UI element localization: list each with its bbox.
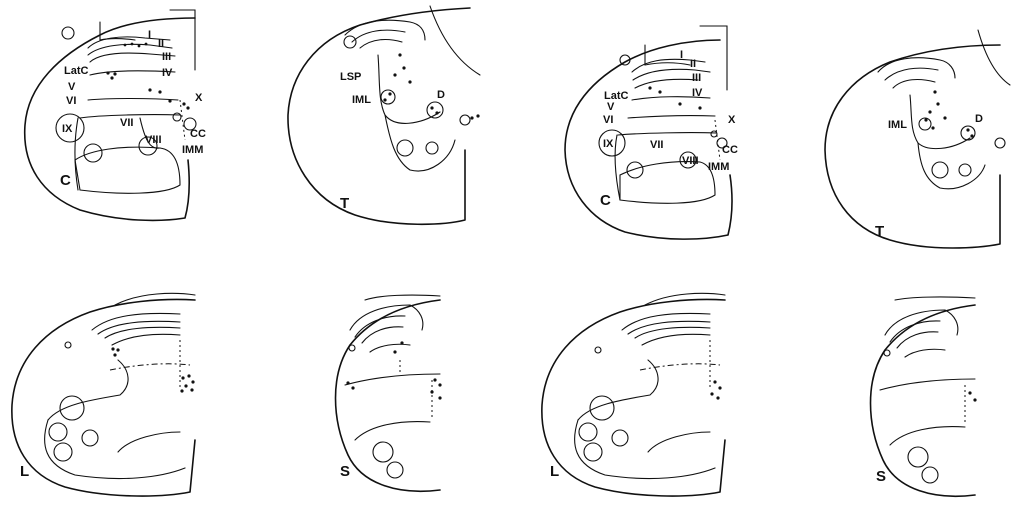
region-letter: S xyxy=(340,463,350,480)
label-lamina: II xyxy=(158,38,164,50)
label-imm: IMM xyxy=(182,144,203,156)
region-letter: C xyxy=(60,172,71,189)
label-iml: IML xyxy=(352,94,371,106)
label-d: D xyxy=(437,89,445,101)
label-lamina: X xyxy=(195,92,203,104)
cord-outline xyxy=(25,18,195,220)
label-lamina: III xyxy=(692,72,701,84)
label-lamina: VIII xyxy=(145,134,162,146)
label-lamina: V xyxy=(607,101,615,113)
cord-outline xyxy=(288,8,470,224)
label-lamina: I xyxy=(148,29,151,41)
label-lsp: LSP xyxy=(340,71,361,83)
label-d: D xyxy=(975,113,983,125)
label-lamina: V xyxy=(68,81,76,93)
region-letter: T xyxy=(875,223,884,240)
panel-cervical-2: I II III IV LatC V VI VII IX VIII X CC I… xyxy=(565,26,738,239)
label-cc: CC xyxy=(190,128,206,140)
label-lamina: VII xyxy=(120,117,133,129)
cord-outline xyxy=(565,40,732,239)
label-latc: LatC xyxy=(64,65,89,77)
label-lamina: X xyxy=(728,114,736,126)
label-lamina: VI xyxy=(603,114,613,126)
label-lamina: VI xyxy=(66,95,76,107)
label-cc: CC xyxy=(722,144,738,156)
label-lamina: IV xyxy=(692,87,703,99)
label-lamina: VIII xyxy=(682,155,699,167)
label-imm: IMM xyxy=(708,161,729,173)
label-lamina: I xyxy=(680,49,683,61)
panel-sacral-2: S xyxy=(871,297,977,496)
label-lamina: IX xyxy=(62,123,73,135)
region-letter: L xyxy=(550,463,559,480)
label-iml: IML xyxy=(888,119,907,131)
panel-sacral-1: S xyxy=(336,295,442,491)
region-letter: L xyxy=(20,463,29,480)
region-letter: T xyxy=(340,195,349,212)
panel-lumbar-2: L xyxy=(542,293,725,496)
panel-cervical-1: I II III IV LatC V VI VII IX VIII X CC I… xyxy=(25,10,206,220)
label-lamina: VII xyxy=(650,139,663,151)
region-letter: C xyxy=(600,192,611,209)
label-lamina: IX xyxy=(603,138,614,150)
label-lamina: III xyxy=(162,51,171,63)
region-letter: S xyxy=(876,468,886,485)
panel-thoracic-2: IML D T xyxy=(825,30,1010,248)
cord-outline xyxy=(825,45,1000,248)
label-lamina: IV xyxy=(162,67,173,79)
panel-lumbar-1: L xyxy=(12,293,195,496)
label-lamina: II xyxy=(690,58,696,70)
panel-thoracic-1: LSP IML D T xyxy=(288,6,480,224)
